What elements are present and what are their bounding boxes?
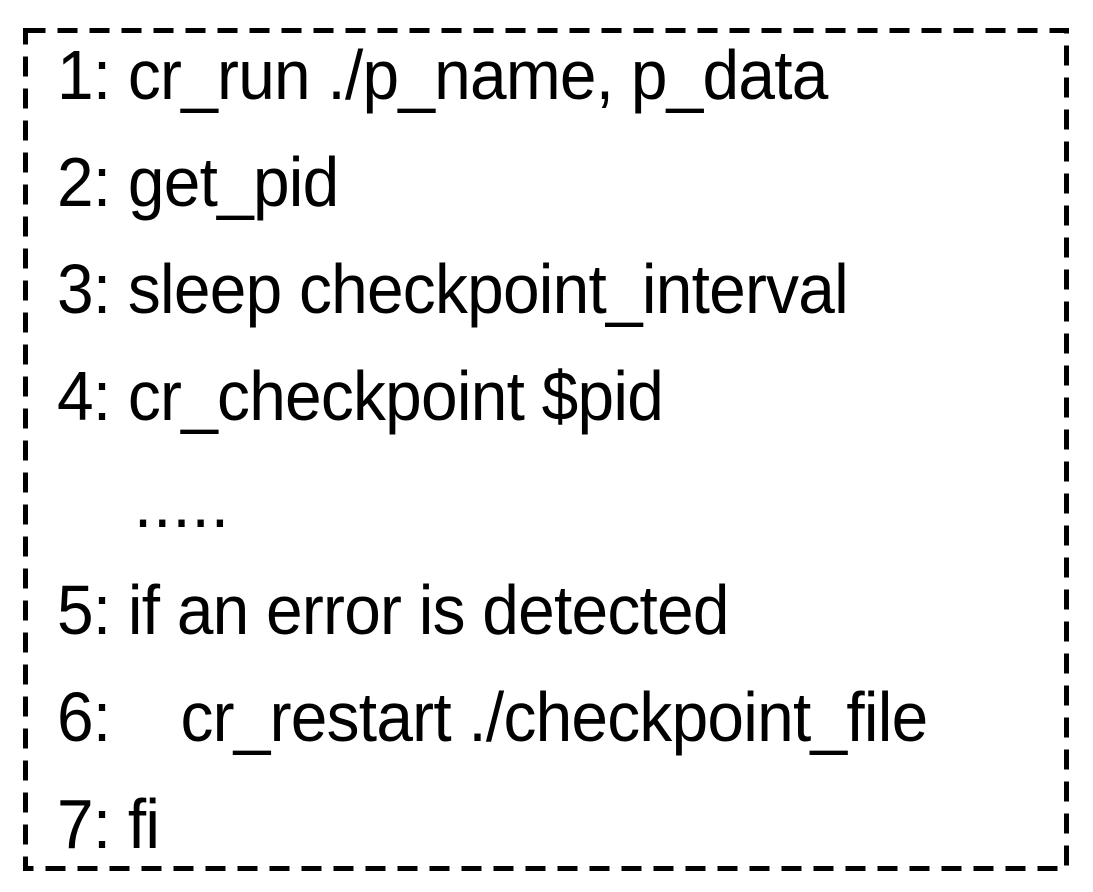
code-line-ellipsis: ..... <box>57 464 231 542</box>
code-line-4: 4: cr_checkpoint $pid <box>57 357 664 435</box>
code-line-2: 2: get_pid <box>57 143 339 221</box>
code-listing: 1: cr_run ./p_name, p_data 2: get_pid 3:… <box>57 22 1057 878</box>
code-line-6: 6: cr_restart ./checkpoint_file <box>57 678 928 756</box>
code-line-5: 5: if an error is detected <box>57 571 729 649</box>
code-line-3: 3: sleep checkpoint_interval <box>57 250 849 328</box>
code-line-1: 1: cr_run ./p_name, p_data <box>57 36 828 114</box>
code-line-7: 7: fi <box>57 785 160 863</box>
